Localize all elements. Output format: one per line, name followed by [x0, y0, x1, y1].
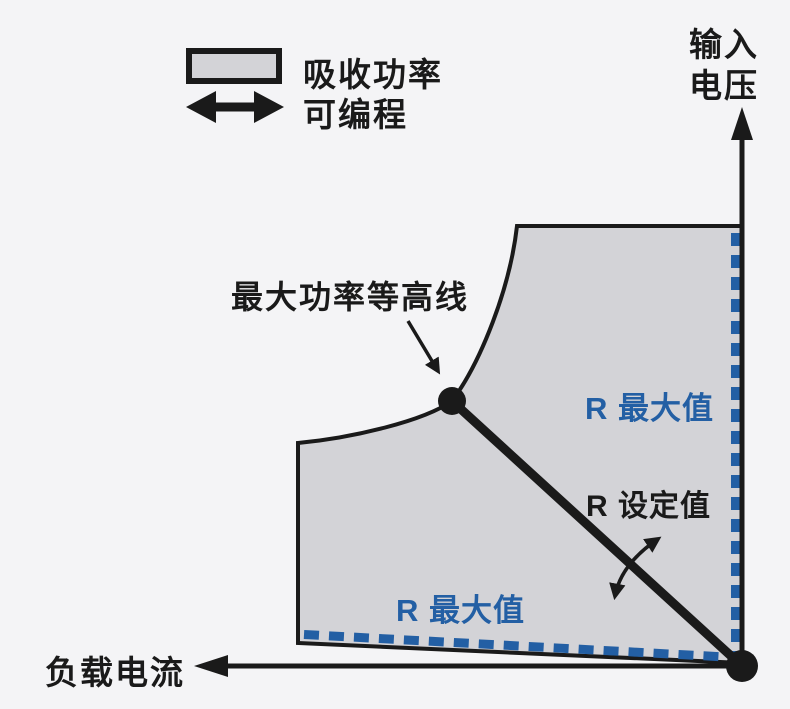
legend-power-label: 吸收功率	[303, 56, 443, 93]
y-axis-label: 输入 电压	[682, 24, 766, 106]
load-current-axis-arrowhead	[194, 655, 228, 677]
max-power-contour-label: 最大功率等高线	[231, 279, 470, 315]
y-axis-label-line2: 电压	[689, 67, 759, 104]
r-set-label: R 设定值	[586, 490, 711, 523]
max-power-point-dot	[438, 387, 466, 415]
r-set-line	[448, 397, 746, 670]
r-set-rotation-arrow	[609, 536, 662, 601]
contour-pointer-arrow	[406, 320, 441, 375]
legend-power-swatch	[186, 48, 282, 84]
y-axis-label-line1: 输入	[689, 26, 759, 63]
r-max-bottom-label: R 最大值	[396, 593, 525, 628]
r-max-right-label: R 最大值	[585, 391, 714, 426]
input-voltage-axis-arrowhead	[731, 107, 753, 140]
legend-programmable-label: 可编程	[303, 96, 408, 133]
r-max-bottom-dashline	[303, 630, 727, 662]
origin-dot	[726, 650, 758, 682]
x-axis-label: 负载电流	[45, 654, 185, 691]
legend-programmable-arrow	[186, 91, 284, 123]
